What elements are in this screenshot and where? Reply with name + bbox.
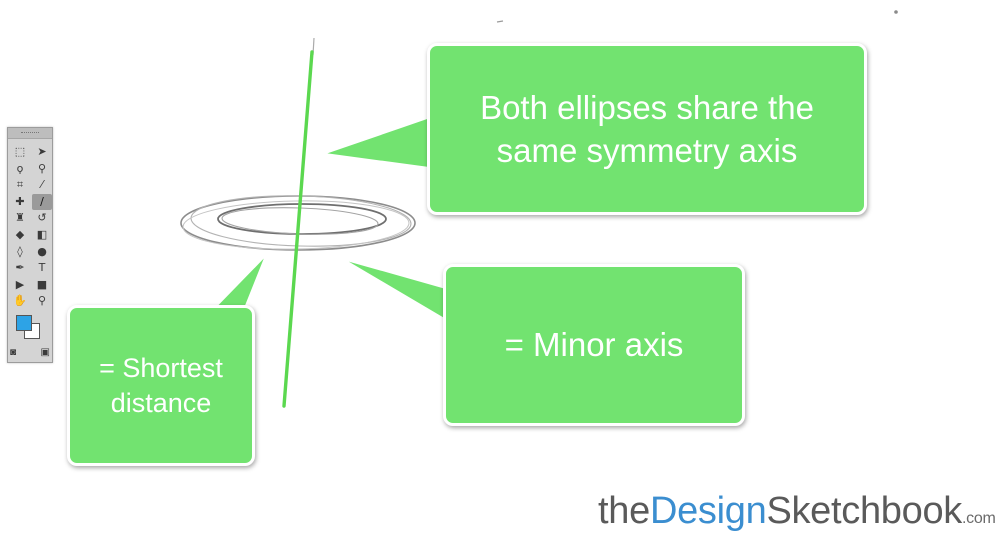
brush-icon[interactable]: ∕ (32, 193, 52, 211)
palette-grip[interactable] (8, 128, 52, 139)
brand-tld: .com (962, 510, 996, 527)
history-brush-icon[interactable]: ↺ (37, 211, 47, 225)
tool-palette[interactable]: ⬚ ➤ ϙ ⚲ ⌗ ⁄ ✚ ∕ ♜ ↺ ◆ ◧ ◊ ● ✒ T ▶ ■ ✋ ⚲ … (7, 127, 53, 363)
dodge-icon[interactable]: ● (37, 244, 47, 258)
foreground-color-swatch[interactable] (16, 315, 32, 331)
callout-pointers (198, 111, 457, 328)
quick-mask-icon[interactable]: ◙ (10, 347, 17, 358)
screen-mode-icon[interactable]: ▣ (40, 347, 50, 358)
path-select-icon[interactable]: ▶ (15, 277, 25, 291)
eraser-icon[interactable]: ◆ (15, 227, 25, 241)
canvas-speck (496, 20, 504, 23)
hand-icon[interactable]: ✋ (13, 294, 27, 308)
clone-stamp-icon[interactable]: ♜ (15, 211, 25, 225)
pen-icon[interactable]: ✒ (15, 261, 25, 275)
callout-minor-axis: = Minor axis (443, 264, 745, 426)
callout-symmetry-axis: Both ellipses share the same symmetry ax… (427, 43, 867, 215)
tool-grid: ⬚ ➤ ϙ ⚲ ⌗ ⁄ ✚ ∕ ♜ ↺ ◆ ◧ ◊ ● ✒ T ▶ ■ ✋ ⚲ (8, 139, 52, 310)
rect-marquee-icon[interactable]: ⬚ (14, 145, 26, 158)
shape-icon[interactable]: ■ (36, 277, 48, 291)
type-icon[interactable]: T (38, 261, 46, 275)
blur-icon[interactable]: ◊ (17, 244, 23, 258)
move-icon[interactable]: ➤ (37, 145, 47, 158)
color-swatches[interactable] (16, 315, 46, 341)
canvas-speck (894, 10, 898, 14)
healing-brush-icon[interactable]: ✚ (15, 194, 25, 208)
eyedropper-icon[interactable]: ⁄ (41, 178, 43, 192)
brand-logo: theDesignSketchbook.com (598, 490, 996, 533)
callout-shortest-text: = Shortest distance (99, 352, 223, 418)
callout-symmetry-text: Both ellipses share the same symmetry ax… (480, 89, 814, 169)
pointer-symmetry (319, 111, 442, 172)
brand-part-design: Design (649, 490, 767, 532)
gradient-icon[interactable]: ◧ (36, 227, 48, 241)
crop-icon[interactable]: ⌗ (16, 178, 24, 192)
callout-shortest-distance: = Shortest distance (67, 305, 255, 466)
callout-minor-text: = Minor axis (504, 326, 684, 363)
zoom-icon[interactable]: ⚲ (37, 294, 47, 308)
brand-part-the: the (598, 490, 650, 532)
lasso-icon[interactable]: ϙ (16, 161, 24, 175)
pointer-minor (336, 255, 457, 328)
mode-row: ◙ ▣ (10, 347, 50, 358)
symmetry-axis-line (282, 50, 314, 408)
quick-select-icon[interactable]: ⚲ (37, 161, 47, 175)
brand-part-sketchbook: Sketchbook (766, 490, 963, 532)
